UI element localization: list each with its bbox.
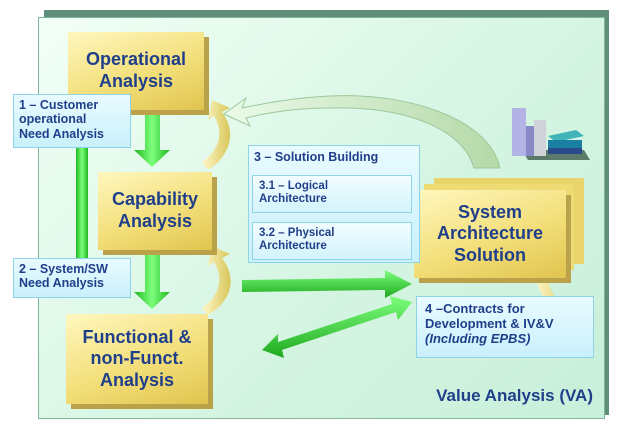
capability-analysis-line1: Capability [111, 189, 199, 210]
customer-need-line1: 1 – Customer [19, 98, 99, 112]
system-sw-need-line1: 2 – System/SW [19, 262, 108, 276]
system-sw-need-analysis-box: 2 – System/SW Need Analysis [13, 258, 131, 298]
arrow-op-to-cap [134, 108, 170, 167]
physical-architecture-line2: Architecture [259, 240, 327, 253]
contracts-box: 4 –Contracts for Development & IV&V (Inc… [416, 296, 594, 358]
arrow-func-to-cap-curve [202, 246, 231, 315]
system-sw-need-line2: Need Analysis [19, 276, 104, 291]
contracts-line1: 4 –Contracts for [425, 301, 525, 316]
physical-architecture-line1: 3.2 – Physical [259, 227, 335, 239]
arrow-feedback-curve [223, 95, 501, 169]
value-analysis-label: Value Analysis (VA) [436, 386, 593, 405]
solution-building-title: 3 – Solution Building [254, 150, 379, 164]
physical-architecture-box: 3.2 – Physical Architecture [252, 222, 412, 260]
customer-need-analysis-box: 1 – Customer operational Need Analysis [13, 94, 131, 148]
system-solution-line3: Solution [454, 244, 526, 265]
operational-analysis-line1: Operational [85, 49, 187, 70]
operational-analysis-line2: Analysis [98, 71, 174, 91]
arrow-cap-to-op-curve [202, 100, 231, 170]
functional-analysis-line2: non-Funct. [90, 348, 184, 369]
customer-need-line3: Need Analysis [19, 126, 104, 141]
capability-analysis-line2: Analysis [117, 211, 193, 231]
functional-analysis-box: Functional &non-Funct.Analysis [66, 314, 208, 404]
system-solution-line1: System [457, 201, 523, 222]
logical-architecture-line1: 3.1 – Logical [259, 180, 329, 192]
logical-architecture-line2: Architecture [259, 193, 327, 206]
system-solution-line2: Architecture [436, 223, 544, 244]
contracts-line2: Development & IV&V [425, 315, 554, 331]
left-connector-bar [76, 140, 88, 295]
arrow-cap-to-func [134, 255, 170, 309]
arrow-to-system-solution [242, 270, 412, 298]
functional-analysis-line3: Analysis [99, 369, 175, 390]
customer-need-line2: operational [19, 112, 87, 127]
arrow-double-diagonal [262, 296, 412, 358]
contracts-line3: (Including EPBS) [425, 330, 531, 346]
computer-servers-icon [512, 108, 590, 160]
logical-architecture-box: 3.1 – Logical Architecture [252, 175, 412, 213]
functional-analysis-line1: Functional & [82, 326, 192, 347]
